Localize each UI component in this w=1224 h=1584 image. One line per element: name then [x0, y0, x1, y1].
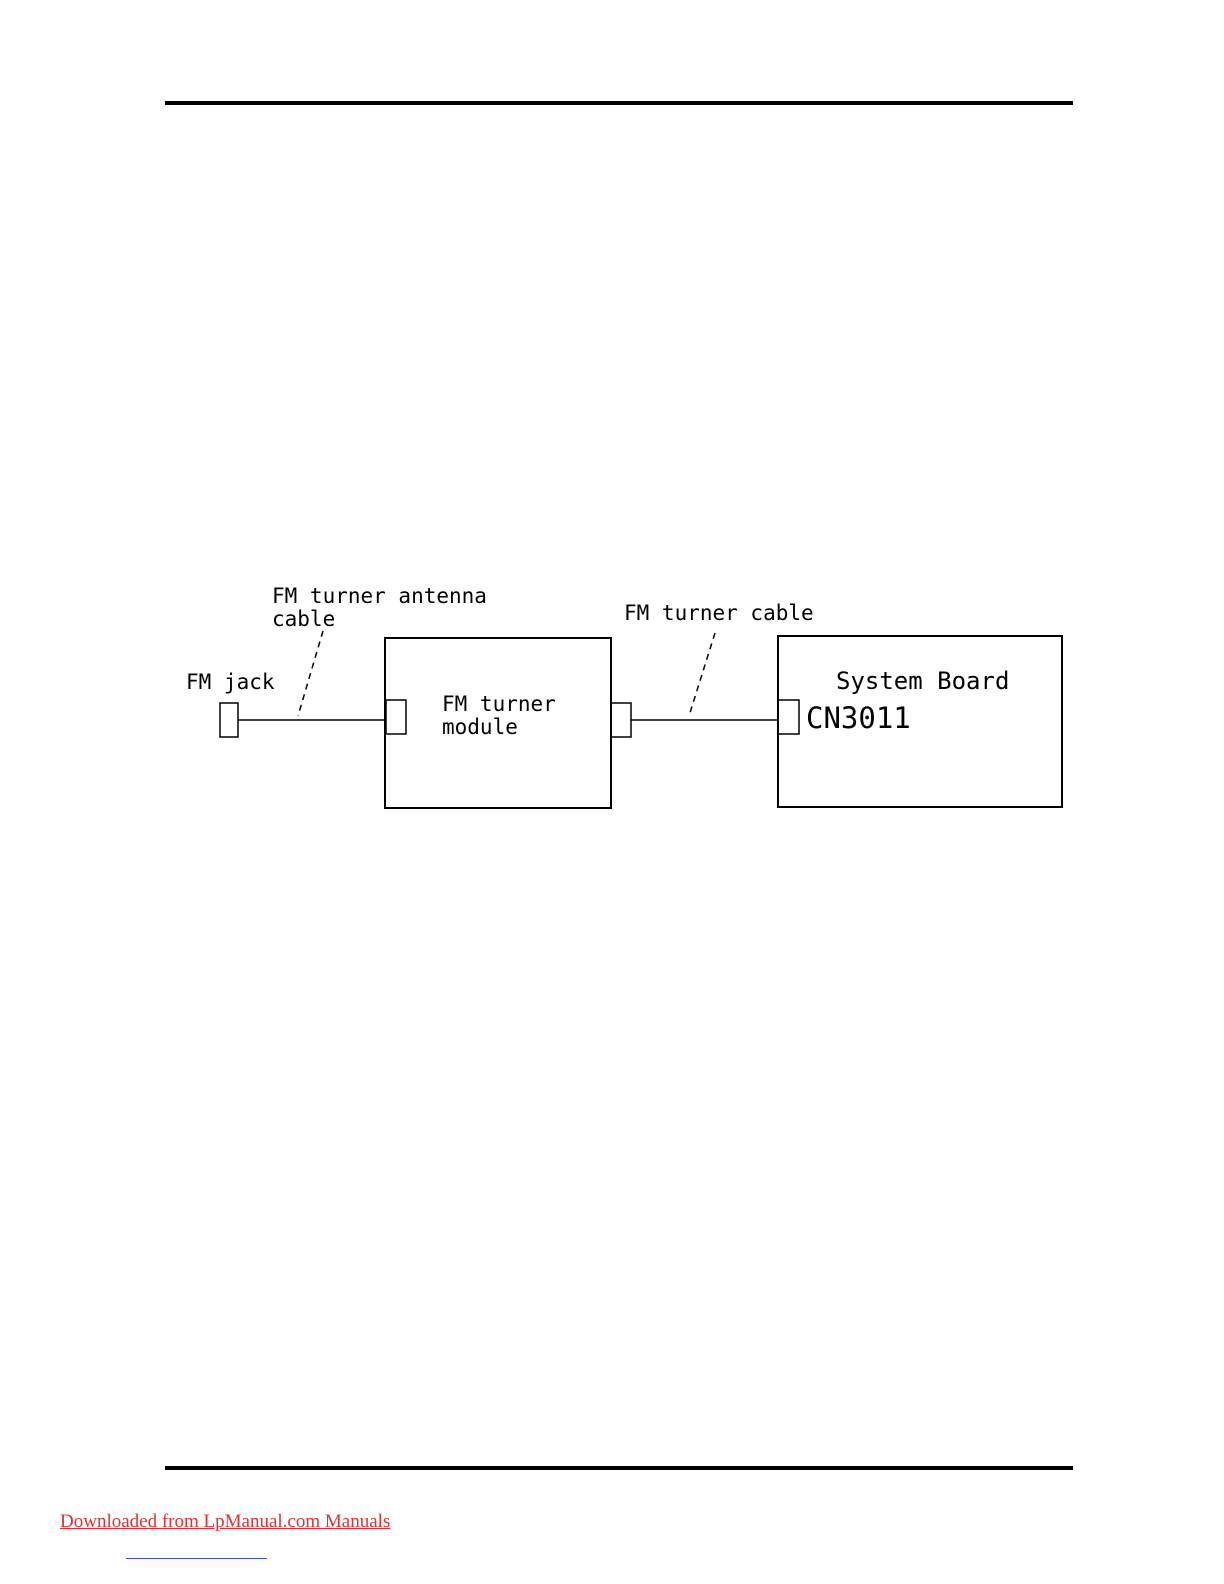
antenna-cable-leader: [298, 631, 323, 716]
module-label-line2: module: [442, 715, 518, 739]
footer-underline-decoration: [126, 1558, 267, 1559]
tuner-cable-leader: [689, 633, 715, 716]
tuner-cable-label: FM turner cable: [624, 601, 814, 625]
system-board-label: System Board: [836, 667, 1009, 695]
fm-jack-label: FM jack: [186, 670, 275, 694]
module-right-connector: [611, 703, 631, 737]
footer-rule: [165, 1466, 1073, 1470]
cn3011-label: CN3011: [806, 701, 911, 735]
cn3011-connector: [778, 700, 799, 734]
module-left-connector: [386, 700, 406, 734]
antenna-cable-label-line1: FM turner antenna: [272, 584, 487, 608]
download-source-link[interactable]: Downloaded from LpManual.com Manuals: [60, 1511, 390, 1533]
antenna-cable-label-line2: cable: [272, 607, 335, 631]
fm-jack-connector: [220, 703, 238, 737]
module-label-line1: FM turner: [442, 692, 556, 716]
